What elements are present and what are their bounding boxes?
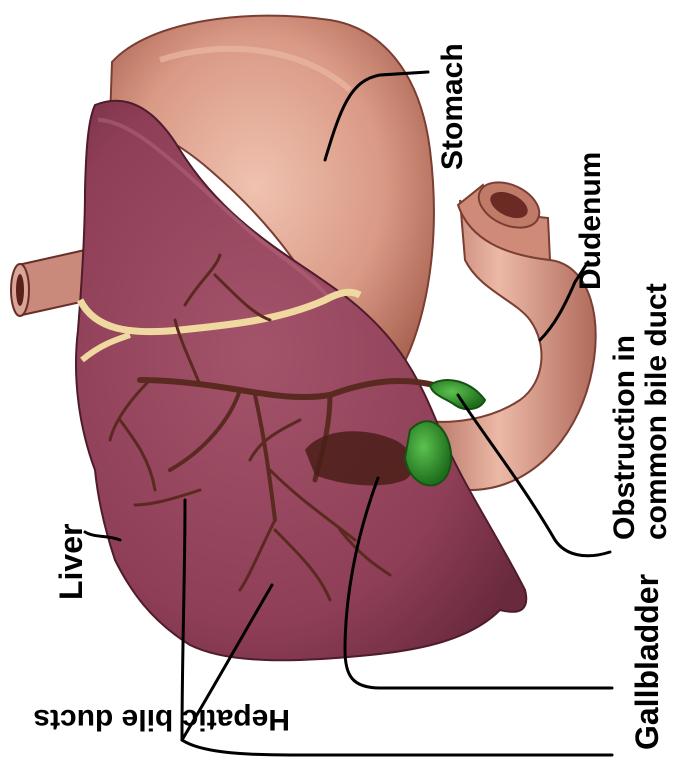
label-obstruction-line2: common bile duct: [640, 283, 673, 540]
label-obstruction-line1: Obstruction in: [608, 335, 641, 540]
label-gallbladder: Gallbladder: [629, 574, 665, 750]
label-duodenum: Dudenum: [574, 152, 607, 290]
label-liver: Liver: [53, 524, 89, 600]
label-stomach: Stomach: [436, 43, 469, 170]
vessel-stub: [11, 250, 90, 316]
hepatic-leader-3: [182, 740, 612, 755]
label-hepatic-bile-ducts: Hepatic bile ducts: [33, 703, 290, 736]
